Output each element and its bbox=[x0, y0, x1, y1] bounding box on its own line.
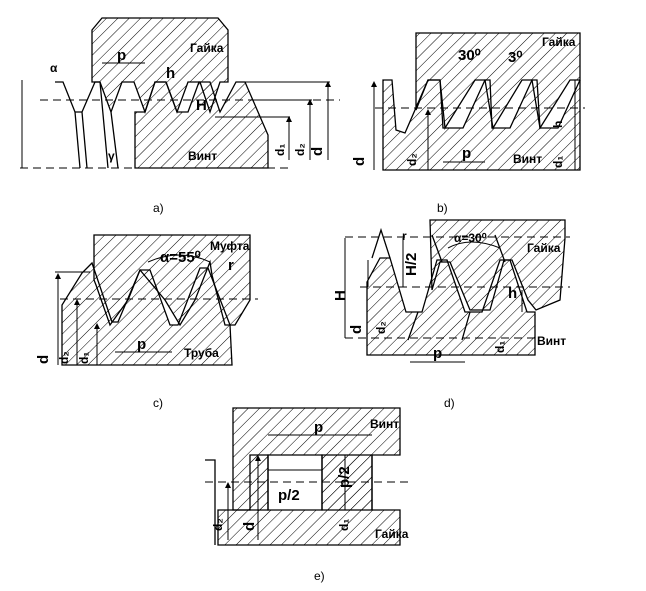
figure-e-square-thread: p Винт p/2 p/2 d₂ d d₁ Гайка e) bbox=[205, 407, 410, 583]
label-d: d bbox=[351, 157, 368, 166]
label-30-degrees: 30⁰ bbox=[458, 47, 481, 64]
label-half-H: H/2 bbox=[403, 253, 420, 276]
label-r: r bbox=[402, 229, 407, 243]
basic-triangle-outline bbox=[371, 227, 506, 341]
label-nut: Гайка bbox=[542, 35, 576, 49]
label-angle: α=55⁰ bbox=[160, 249, 201, 266]
label-d: d bbox=[35, 355, 52, 364]
label-pitch: p bbox=[433, 345, 442, 362]
figure-a-metric-thread: Гайка Винт p α γ h H d₁ d₂ d a) bbox=[20, 17, 340, 215]
label-screw: Винт bbox=[537, 334, 566, 348]
label-half-p-vertical: p/2 bbox=[336, 466, 353, 488]
thread-tool-outline bbox=[55, 81, 119, 169]
label-d2: d₂ bbox=[405, 153, 419, 166]
label-coupling: Муфта bbox=[210, 239, 250, 253]
label-H: H bbox=[332, 290, 349, 301]
label-d1: d₁ bbox=[77, 352, 91, 364]
label-pitch: p bbox=[137, 336, 146, 353]
label-d2: d₂ bbox=[374, 321, 388, 334]
screw-body bbox=[366, 257, 536, 356]
caption-b: b) bbox=[437, 201, 448, 215]
label-nut: Гайка bbox=[527, 241, 561, 255]
label-angle: α=30⁰ bbox=[454, 231, 487, 245]
label-H: H bbox=[196, 97, 207, 114]
label-pitch: p bbox=[314, 419, 323, 436]
label-gamma: γ bbox=[108, 149, 115, 163]
label-d1: d₁ bbox=[337, 519, 351, 531]
label-pitch: p bbox=[462, 145, 471, 162]
caption-a: a) bbox=[153, 201, 164, 215]
label-d2: d₂ bbox=[57, 351, 71, 364]
label-pipe: Труба bbox=[184, 346, 219, 360]
caption-e: e) bbox=[314, 569, 325, 583]
label-d1: d₁ bbox=[493, 341, 507, 353]
label-d2: d₂ bbox=[211, 518, 225, 531]
label-nut: Гайка bbox=[190, 41, 224, 55]
figure-d-trapezoidal-thread: r α=30⁰ H/2 Гайка H h d d₂ p d₁ Винт d) bbox=[332, 219, 570, 410]
label-nut: Гайка bbox=[375, 527, 409, 541]
nut-body bbox=[217, 454, 401, 546]
caption-c: c) bbox=[153, 396, 163, 410]
label-r: r bbox=[228, 257, 234, 274]
caption-d: d) bbox=[444, 396, 455, 410]
label-pitch: p bbox=[117, 47, 126, 64]
label-half-p: p/2 bbox=[278, 487, 300, 504]
figure-b-buttress-thread: 30⁰ 3⁰ Гайка Винт p d d₂ h d₁ b) bbox=[351, 32, 585, 215]
pipe-body bbox=[61, 261, 233, 366]
label-angle: α bbox=[50, 61, 58, 75]
label-screw: Винт bbox=[370, 417, 399, 431]
label-d1: d₁ bbox=[551, 156, 565, 168]
label-h: h bbox=[551, 121, 565, 128]
label-d: d bbox=[348, 325, 365, 334]
label-h: h bbox=[166, 65, 175, 82]
label-h: h bbox=[508, 285, 517, 302]
label-screw: Винт bbox=[513, 152, 542, 166]
label-d: d bbox=[241, 522, 258, 531]
figure-c-pipe-thread: α=55⁰ Муфта r Труба p d d₂ d₁ c) bbox=[35, 234, 258, 410]
label-d: d bbox=[309, 147, 326, 156]
label-3-degrees: 3⁰ bbox=[508, 49, 522, 66]
label-screw: Винт bbox=[188, 149, 217, 163]
screw-body bbox=[382, 79, 581, 171]
label-d2: d₂ bbox=[293, 143, 307, 156]
label-d1: d₁ bbox=[273, 144, 287, 156]
